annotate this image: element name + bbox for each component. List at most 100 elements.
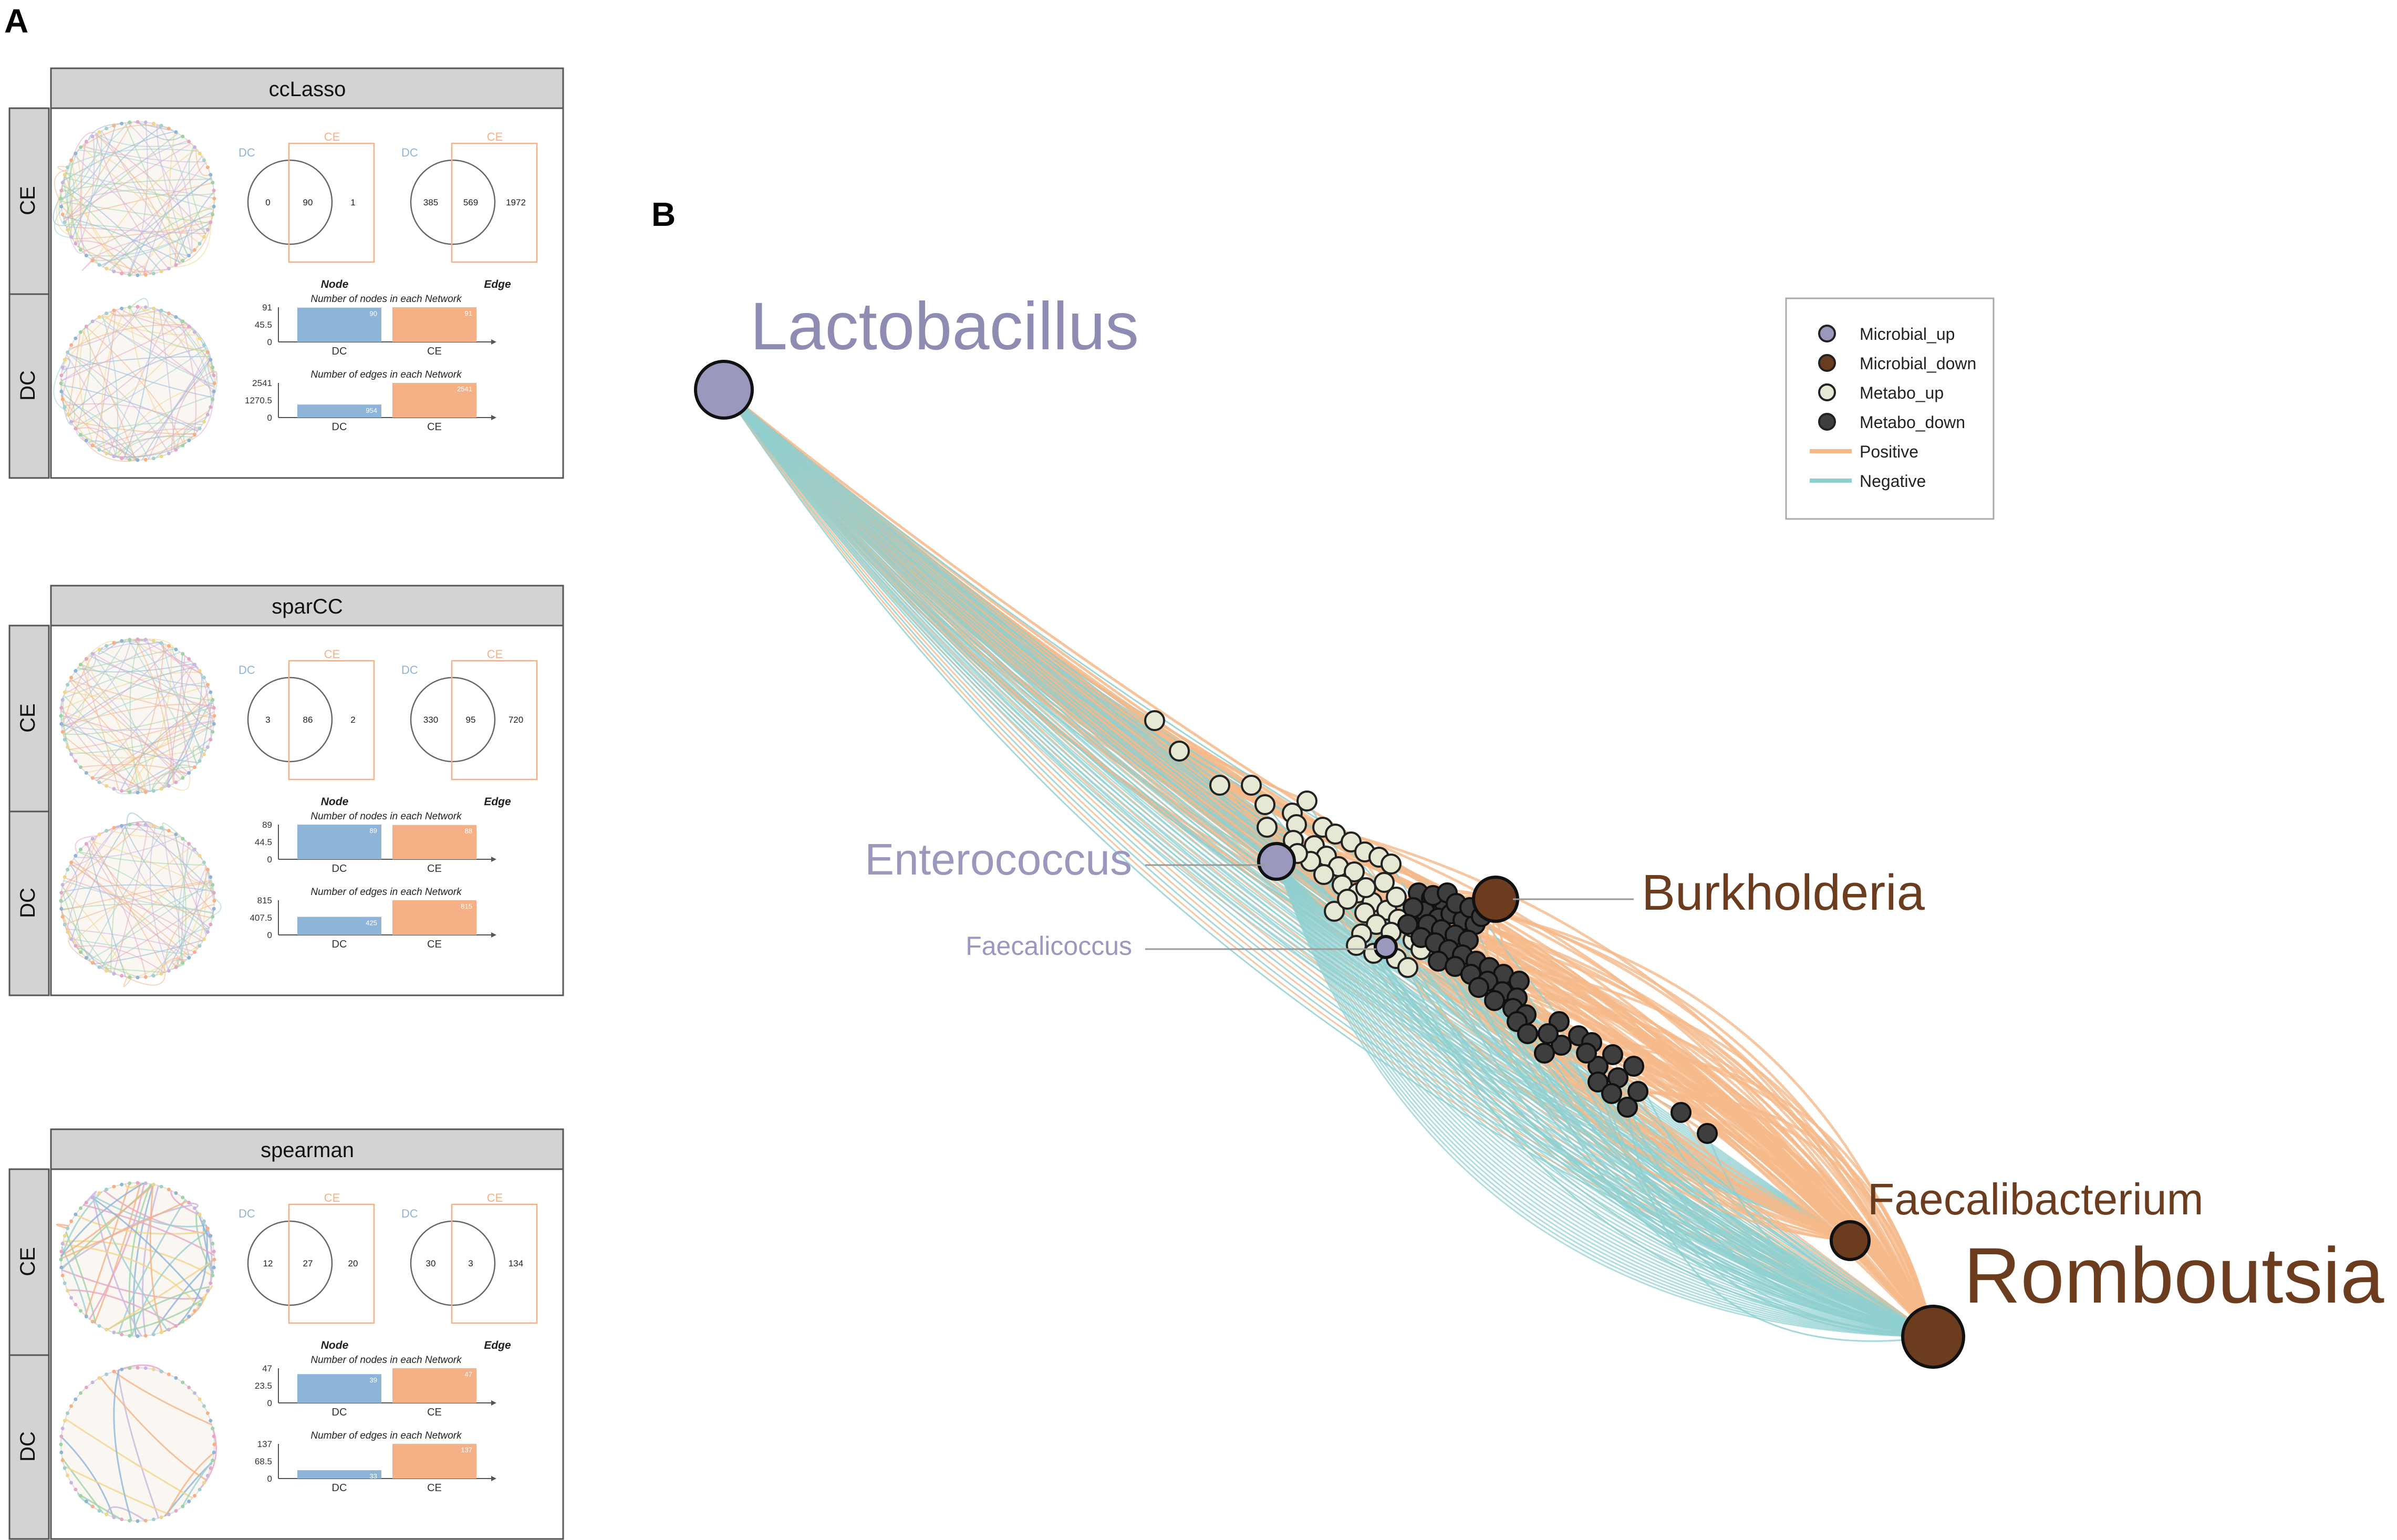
- network-edge: [69, 149, 81, 250]
- network-node: [90, 1380, 95, 1385]
- network-node: [74, 854, 78, 858]
- bar-dc: [297, 825, 381, 859]
- bar-value-label: 39: [370, 1376, 377, 1384]
- node-romboutsia: [1901, 1305, 1965, 1369]
- network-node: [84, 842, 88, 846]
- network-node: [174, 780, 178, 784]
- network-circle-ce: [59, 637, 216, 795]
- network-edge: [60, 1184, 155, 1256]
- network-legend: Microbial_upMicrobial_downMetabo_upMetab…: [1785, 297, 1995, 520]
- network-edge: [1275, 861, 1934, 1338]
- network-edge: [61, 913, 110, 973]
- network-edge: [57, 165, 68, 173]
- network-edge: [1275, 861, 1934, 1338]
- legend-label: Microbial_up: [1860, 325, 1955, 344]
- network-node: [205, 745, 210, 749]
- network-edge: [100, 316, 215, 386]
- network-node: [69, 937, 74, 941]
- network-edge: [66, 226, 84, 254]
- network-node: [90, 134, 95, 139]
- network-node: [209, 220, 213, 224]
- network-node: [105, 829, 109, 833]
- bar-ce: [392, 307, 476, 342]
- network-node: [66, 1411, 70, 1416]
- network-node: [59, 907, 64, 911]
- network-edge: [162, 643, 205, 755]
- network-node: [60, 1273, 65, 1277]
- network-node: [59, 196, 63, 201]
- network-edge: [127, 696, 213, 793]
- network-node: [187, 1499, 191, 1503]
- venn-right-label: CE: [487, 1191, 503, 1204]
- network-node: [79, 433, 83, 437]
- network-node: [63, 405, 67, 409]
- y-tick-label: 0: [267, 930, 272, 940]
- venn-right-label: CE: [324, 1191, 340, 1204]
- network-edge: [71, 861, 213, 919]
- metabolite-down-node: [1623, 1056, 1644, 1077]
- network-node: [167, 127, 171, 131]
- y-tick-label: 407.5: [250, 913, 272, 923]
- venn-shared-count: 90: [303, 197, 313, 207]
- network-node: [112, 972, 116, 976]
- network-node: [84, 253, 88, 257]
- network-node: [143, 1366, 148, 1370]
- network-node: [66, 412, 70, 417]
- network-edge: [92, 653, 214, 710]
- network-edge: [105, 639, 128, 647]
- network-node: [167, 451, 171, 455]
- legend-label: Microbial_down: [1860, 354, 1976, 373]
- edges-chart: Number of edges in each Network25411270.…: [245, 369, 496, 433]
- network-edge: [60, 306, 142, 382]
- network-edge: [1275, 861, 1934, 1338]
- network-node: [66, 930, 70, 934]
- network-edge: [116, 638, 175, 649]
- network-edge: [169, 772, 191, 791]
- network-edge: [96, 724, 214, 782]
- network-node: [79, 145, 83, 149]
- network-edge: [76, 945, 165, 973]
- network-edge: [71, 159, 126, 275]
- network-edge: [157, 309, 214, 396]
- network-edge: [140, 306, 211, 360]
- network-node: [181, 1504, 185, 1508]
- bar-value-label: 33: [370, 1472, 377, 1480]
- venn-left-label: DC: [238, 1207, 255, 1220]
- network-edge: [77, 1492, 94, 1508]
- network-node: [192, 847, 196, 851]
- network-edge: [1275, 861, 1934, 1338]
- network-edge: [117, 435, 193, 458]
- network-edge: [1275, 861, 1934, 1338]
- venn-right-count: 2: [350, 715, 355, 725]
- network-node: [151, 1182, 155, 1187]
- network-node: [90, 837, 95, 841]
- network-node: [187, 1201, 191, 1205]
- x-tick-label: CE: [427, 421, 442, 433]
- network-edge: [90, 228, 209, 259]
- bar-dc: [297, 917, 381, 935]
- network-node: [212, 706, 216, 710]
- network-edge: [183, 420, 205, 444]
- network-node: [192, 433, 196, 437]
- network-edge: [60, 201, 211, 224]
- chart-title: Number of nodes in each Network: [310, 294, 462, 305]
- network-node: [136, 1366, 140, 1370]
- network-node: [167, 311, 171, 316]
- network-node: [63, 922, 67, 927]
- network-node: [74, 1303, 78, 1307]
- network-edge: [65, 1231, 97, 1324]
- network-edge: [89, 1183, 145, 1320]
- network-node: [209, 875, 213, 879]
- bar-value-label: 91: [465, 309, 472, 317]
- network-node: [202, 343, 206, 347]
- network-edge: [723, 389, 1851, 1242]
- chart-title: Number of nodes in each Network: [310, 1355, 462, 1366]
- network-edge: [79, 124, 168, 149]
- network-node: [198, 1397, 202, 1401]
- network-edge: [1275, 861, 1934, 1338]
- network-node: [181, 319, 185, 324]
- network-edge: [68, 936, 94, 964]
- network-circle-dc: [59, 812, 222, 987]
- network-circle-ce: [53, 120, 216, 277]
